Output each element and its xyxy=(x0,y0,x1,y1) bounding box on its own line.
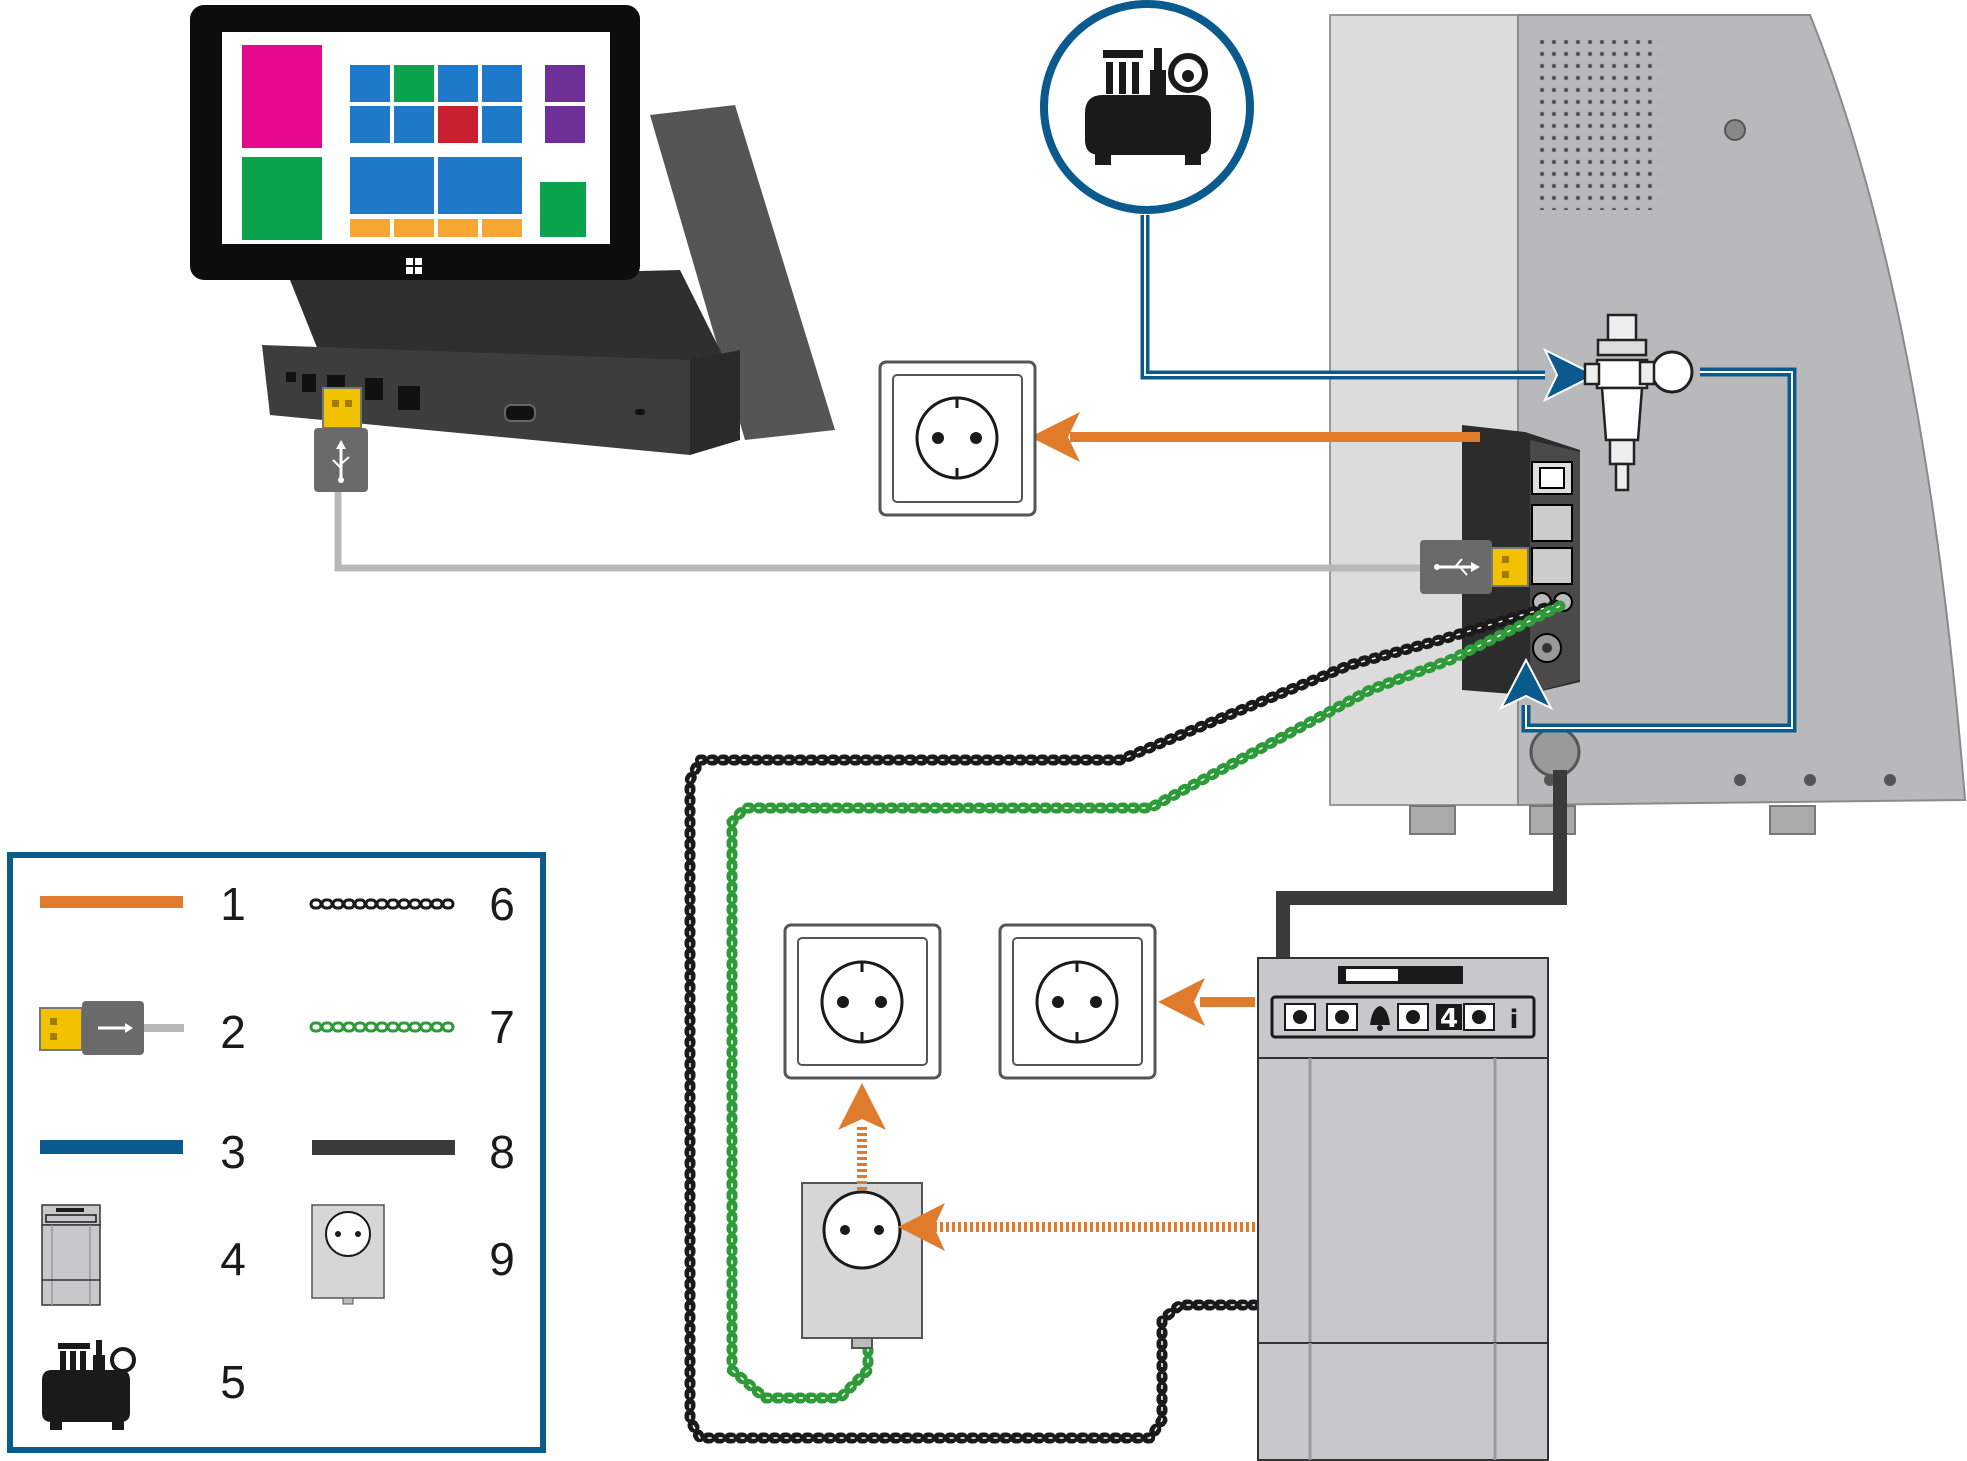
tile-wide-left[interactable] xyxy=(350,157,434,214)
legend-number: 3 xyxy=(220,1126,246,1178)
wall-socket-machine xyxy=(878,360,1037,517)
legend-number: 4 xyxy=(220,1233,246,1285)
pressure-regulator[interactable] xyxy=(1583,313,1694,492)
legend-number: 1 xyxy=(220,878,246,930)
panel-digit: 4 xyxy=(1440,1004,1458,1034)
legend-item-7: 7 xyxy=(309,1001,515,1053)
legend-number: 9 xyxy=(489,1233,515,1285)
wall-socket-right xyxy=(998,923,1157,1080)
legend-item-8: 8 xyxy=(312,1126,515,1178)
compressor-icon xyxy=(42,1340,136,1430)
legend-number: 8 xyxy=(489,1126,515,1178)
usb-icon xyxy=(332,440,350,483)
legend-item-1: 1 xyxy=(40,878,246,930)
tile-pink[interactable] xyxy=(242,45,322,148)
windows-logo-icon[interactable] xyxy=(406,258,422,274)
legend-item-3: 3 xyxy=(40,1126,246,1178)
usb-cable xyxy=(334,480,1420,572)
suction-outlet xyxy=(1529,726,1581,778)
legend-item-4: 4 xyxy=(41,1204,246,1306)
compressor-icon xyxy=(1085,48,1211,165)
panel-info-icon[interactable]: i xyxy=(1510,1005,1519,1035)
tile-wide-right[interactable] xyxy=(438,157,522,214)
signal-cable-green xyxy=(726,600,1566,1404)
suction-hose xyxy=(1276,770,1567,960)
switched-socket-adapter xyxy=(801,1182,923,1349)
extraction-unit: 4 i xyxy=(1257,957,1549,1461)
usb-port-lower[interactable] xyxy=(1531,547,1573,585)
switched-power-arrow xyxy=(898,1203,1255,1251)
legend-item-9: 9 xyxy=(311,1204,515,1305)
legend-item-5: 5 xyxy=(42,1340,246,1430)
extraction-power-arrow xyxy=(1158,978,1255,1026)
milling-machine xyxy=(1329,14,1967,835)
compressor-callout xyxy=(1040,0,1254,214)
legend-number: 6 xyxy=(489,878,515,930)
wall-socket-left xyxy=(783,923,942,1080)
signal-cable-black xyxy=(684,599,1561,1444)
usb-icon xyxy=(1434,558,1480,576)
legend-number: 7 xyxy=(489,1001,515,1053)
legend-number: 5 xyxy=(220,1356,246,1408)
tile-green[interactable] xyxy=(242,157,322,240)
tile-grid-top[interactable] xyxy=(350,65,522,143)
usb-plug-dock xyxy=(314,387,368,492)
legend: 1 2 3 4 xyxy=(7,852,546,1453)
legend-item-6: 6 xyxy=(309,878,515,930)
tablet xyxy=(190,5,640,280)
adapter-to-socket-arrow xyxy=(838,1083,886,1190)
legend-number: 2 xyxy=(220,1006,246,1058)
compressed-air-line-machine xyxy=(1498,367,1797,733)
tablet-dock xyxy=(262,105,835,455)
machine-power-cable xyxy=(1030,412,1480,462)
bell-icon xyxy=(1370,1006,1390,1031)
compressed-air-line-supply xyxy=(1140,215,1598,403)
usb-plug-machine xyxy=(1420,540,1529,594)
usb-port-upper[interactable] xyxy=(1531,504,1573,542)
legend-item-2: 2 xyxy=(39,1001,246,1058)
